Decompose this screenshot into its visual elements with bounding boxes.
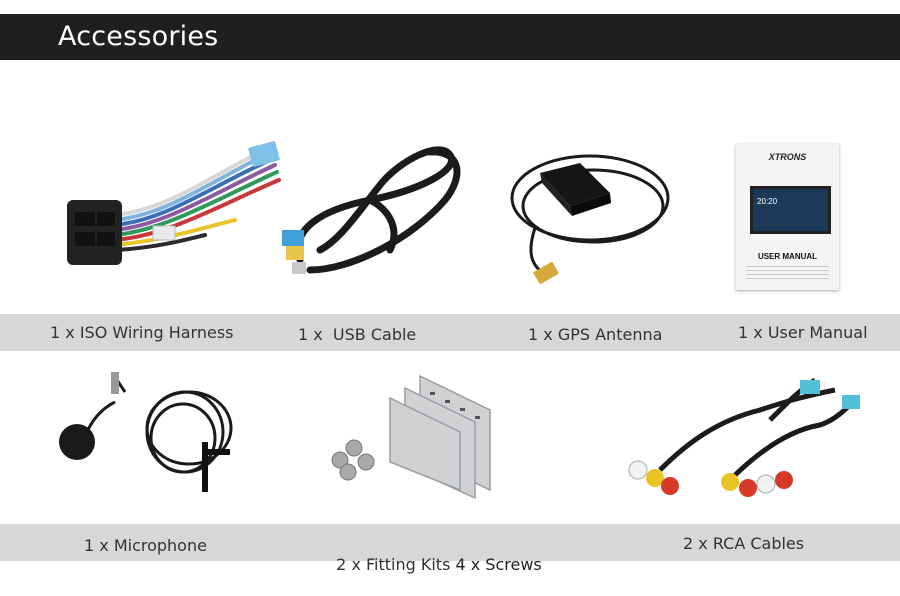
caption-usb-cable: 1 x USB Cable (298, 325, 417, 344)
caption-iso-harness: 1 x ISO Wiring Harness (50, 323, 234, 342)
caption-fitting-kits: 2 x Fitting Kits 4 x Screws (326, 536, 542, 574)
caption-microphone: 1 x Microphone (84, 536, 207, 555)
caption-user-manual: 1 x User Manual (738, 323, 868, 342)
caption-fitting-kits-main: 2 x Fitting Kits (336, 555, 456, 574)
iso-harness-image (67, 141, 281, 265)
usb-cable-image (282, 146, 461, 274)
page-title: Accessories (58, 21, 219, 52)
gps-antenna-image (510, 154, 670, 285)
manual-screen: 20:20 (750, 186, 831, 234)
header-bar: Accessories (0, 14, 900, 60)
manual-title: USER MANUAL (757, 252, 818, 261)
fitting-kits-image (331, 374, 491, 500)
microphone-image (59, 372, 233, 492)
user-manual-image: XTRONS 20:20 USER MANUAL (736, 144, 839, 290)
manual-text-lines (746, 266, 829, 280)
manual-screen-time: 20:20 (757, 197, 778, 206)
caption-screws: 4 x Screws (455, 555, 542, 574)
label-band-row1 (0, 314, 900, 351)
label-band-row2 (0, 524, 900, 561)
manual-brand: XTRONS (768, 152, 807, 162)
caption-rca-cables: 2 x RCA Cables (683, 534, 805, 553)
rca-cables-image (628, 377, 860, 497)
caption-gps-antenna: 1 x GPS Antenna (528, 325, 663, 344)
